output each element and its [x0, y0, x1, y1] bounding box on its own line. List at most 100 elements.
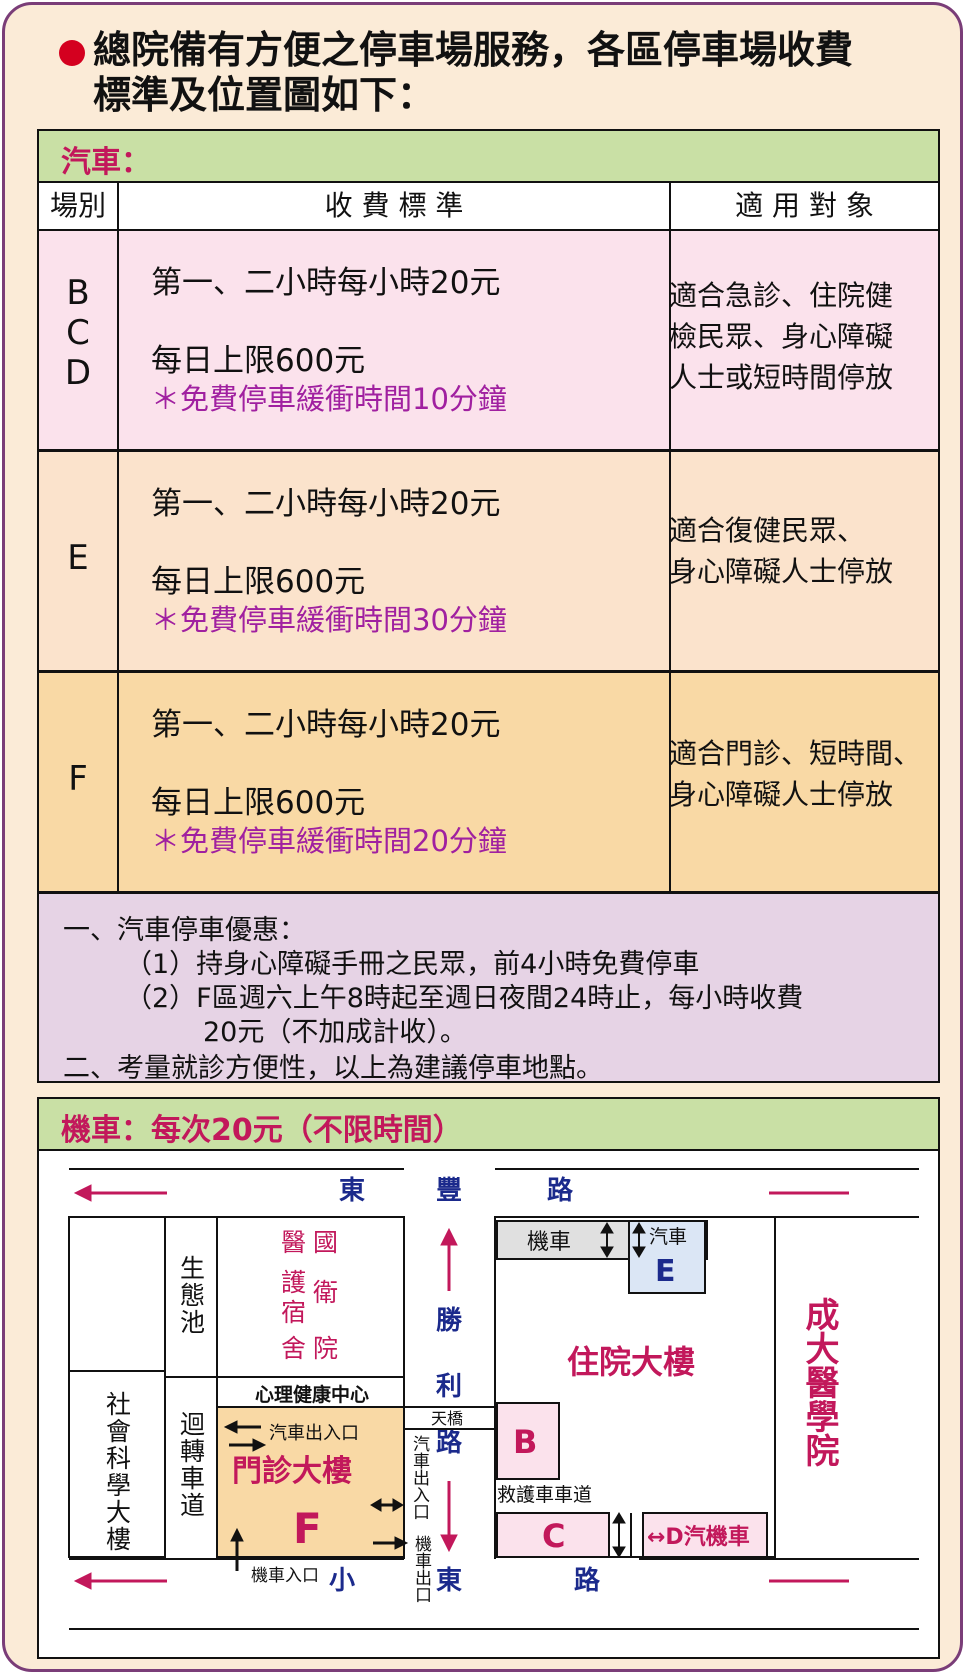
mental-health-center-box [216, 1376, 405, 1408]
note-1c: 20元（不加成計收）。 [203, 1017, 467, 1048]
left-arrow-icon [73, 1184, 167, 1202]
free-buffer-note: ＊免費停車緩衝時間10分鐘 [151, 382, 507, 416]
fee-line-2: 每日上限600元 [151, 785, 366, 821]
road-name: 豐 [436, 1176, 462, 1206]
moto-map-section: 機車：每次20元（不限時間） [37, 1097, 940, 1659]
lot-f-marker: F [293, 1504, 322, 1553]
lot-c-marker: C [542, 1517, 565, 1555]
inpatient-label: 住院大樓 [567, 1343, 695, 1381]
lot-cell: B C D [39, 273, 117, 393]
ambulance-lane-label: 救護車車道 [497, 1484, 592, 1506]
fee-line-1: 第一、二小時每小時20元 [151, 486, 501, 522]
road-name: 路 [547, 1175, 574, 1206]
note-1a: （1）持身心障礙手冊之民眾，前4小時免費停車 [125, 949, 700, 980]
dorm-label: 護 [281, 1268, 306, 1297]
target-line: 人士或短時間停放 [669, 361, 894, 394]
target-line: 身心障礙人士停放 [669, 555, 894, 588]
moto-exit-label: 機車出口 [411, 1535, 432, 1603]
lot-e-marker: E [655, 1254, 676, 1289]
target-line: 適合復健民眾、 [669, 514, 866, 547]
fee-line-2: 每日上限600元 [151, 564, 366, 600]
lot-letter: F [68, 759, 88, 799]
right-arrow-icon [229, 1438, 267, 1452]
updown-arrow-icon [632, 1222, 646, 1258]
free-buffer-note: ＊免費停車緩衝時間30分鐘 [151, 603, 507, 637]
table-row: E 第一、二小時每小時20元 每日上限600元 ＊免費停車緩衝時間30分鐘 適合… [39, 452, 938, 673]
road-name: 小 [329, 1566, 355, 1596]
dorm-label: 舍 [281, 1334, 306, 1363]
free-buffer-note: ＊免費停車緩衝時間20分鐘 [151, 824, 507, 858]
fee-line-2: 每日上限600元 [151, 343, 366, 379]
heading-line-1: 總院備有方便之停車場服務，各區停車場收費 [93, 28, 854, 72]
road-name: 勝 [436, 1306, 463, 1336]
right-arrow-icon [373, 1536, 409, 1550]
target-line: 身心障礙人士停放 [669, 778, 894, 811]
car-exit-label: 汽車出入口 [409, 1435, 430, 1520]
left-arrow-icon [73, 1572, 167, 1590]
moto-section-title: 機車：每次20元（不限時間） [39, 1099, 938, 1151]
note-1b: （2）F區週六上午8時起至週日夜間24時止，每小時收費 [125, 983, 804, 1014]
car-parking-label: 汽車 [649, 1226, 687, 1248]
lot-b-marker: B [513, 1423, 537, 1461]
nhri-label: 院 [313, 1334, 338, 1363]
fee-line-1: 第一、二小時每小時20元 [151, 707, 501, 743]
nhri-label: 衛 [313, 1278, 338, 1307]
car-entry-label: 汽車出入口 [269, 1423, 359, 1444]
lot-letter: C [66, 313, 90, 353]
discount-notes: 一、汽車停車優惠： （1）持身心障礙手冊之民眾，前4小時免費停車 （2）F區週六… [39, 894, 938, 1084]
updown-arrow-icon [600, 1222, 614, 1258]
up-arrow-icon [230, 1527, 244, 1571]
building-dorm [216, 1216, 405, 1378]
target-cell: 適合急診、住院健 檢民眾、身心障礙 人士或短時間停放 [669, 275, 893, 398]
target-line: 適合急診、住院健 [669, 279, 894, 312]
header-target: 適 用 對 象 [671, 183, 938, 232]
fee-line-1: 第一、二小時每小時20元 [151, 265, 501, 301]
lot-d-marker: ↔D汽機車 [647, 1524, 750, 1550]
nhri-label: 國 [313, 1228, 338, 1257]
note-1: 一、汽車停車優惠： [63, 915, 306, 946]
moto-parking-label: 機車 [527, 1230, 571, 1255]
car-section-title: 汽車： [39, 131, 938, 183]
medical-college-label: 成大醫學院 [799, 1297, 839, 1467]
road-name: 東 [339, 1176, 365, 1206]
target-line: 適合門診、短時間、 [669, 737, 922, 770]
double-arrow-icon [370, 1498, 404, 1512]
road-name: 東 [436, 1566, 462, 1596]
header-lot: 場別 [39, 183, 117, 232]
column-divider [669, 183, 671, 894]
dorm-label: 醫 [281, 1228, 306, 1257]
lot-cell: F [39, 759, 117, 799]
target-cell: 適合復健民眾、 身心障礙人士停放 [669, 510, 893, 592]
location-map: 東 豐 路 勝 利 路 小 東 路 社會科學大樓 生態池 迴轉車道 醫 護 宿 … [68, 1168, 919, 1630]
mental-center-label: 心理健康中心 [255, 1383, 369, 1406]
moto-entry-label: 機車入口 [251, 1566, 319, 1586]
lot-cell: E [39, 538, 117, 578]
lot-b-box [496, 1402, 560, 1480]
table-row: F 第一、二小時每小時20元 每日上限600元 ＊免費停車緩衝時間20分鐘 適合… [39, 673, 938, 894]
dorm-label: 宿 [281, 1298, 306, 1327]
skybridge-label: 天橋 [431, 1409, 463, 1428]
ecology-pond-label: 生態池 [177, 1255, 206, 1336]
moto-title-text: 機車：每次20元（不限時間） [61, 1113, 463, 1148]
updown-arrow-icon [612, 1512, 626, 1558]
outpatient-label: 門診大樓 [232, 1454, 352, 1489]
column-divider [117, 183, 119, 894]
header-fee: 收 費 標 準 [119, 183, 669, 232]
up-arrow-icon [440, 1227, 458, 1291]
target-cell: 適合門診、短時間、 身心障礙人士停放 [669, 733, 921, 815]
target-line: 檢民眾、身心障礙 [669, 320, 894, 353]
lot-letter: E [67, 538, 89, 578]
car-title-text: 汽車： [61, 145, 151, 180]
heading-line-2: 標準及位置圖如下： [93, 73, 436, 117]
turn-lane-label: 迴轉車道 [177, 1411, 206, 1519]
left-arrow-icon [223, 1420, 261, 1434]
social-science-label: 社會科學大樓 [103, 1391, 132, 1553]
road-name: 路 [436, 1427, 463, 1458]
lot-letter: B [66, 273, 90, 313]
down-arrow-icon [440, 1481, 458, 1553]
bullet-dot [59, 40, 85, 66]
note-2: 二、考量就診方便性，以上為建議停車地點。 [63, 1053, 603, 1084]
lot-d-box [642, 1512, 768, 1558]
table-row: B C D 第一、二小時每小時20元 每日上限600元 ＊免費停車緩衝時間10分… [39, 231, 938, 452]
